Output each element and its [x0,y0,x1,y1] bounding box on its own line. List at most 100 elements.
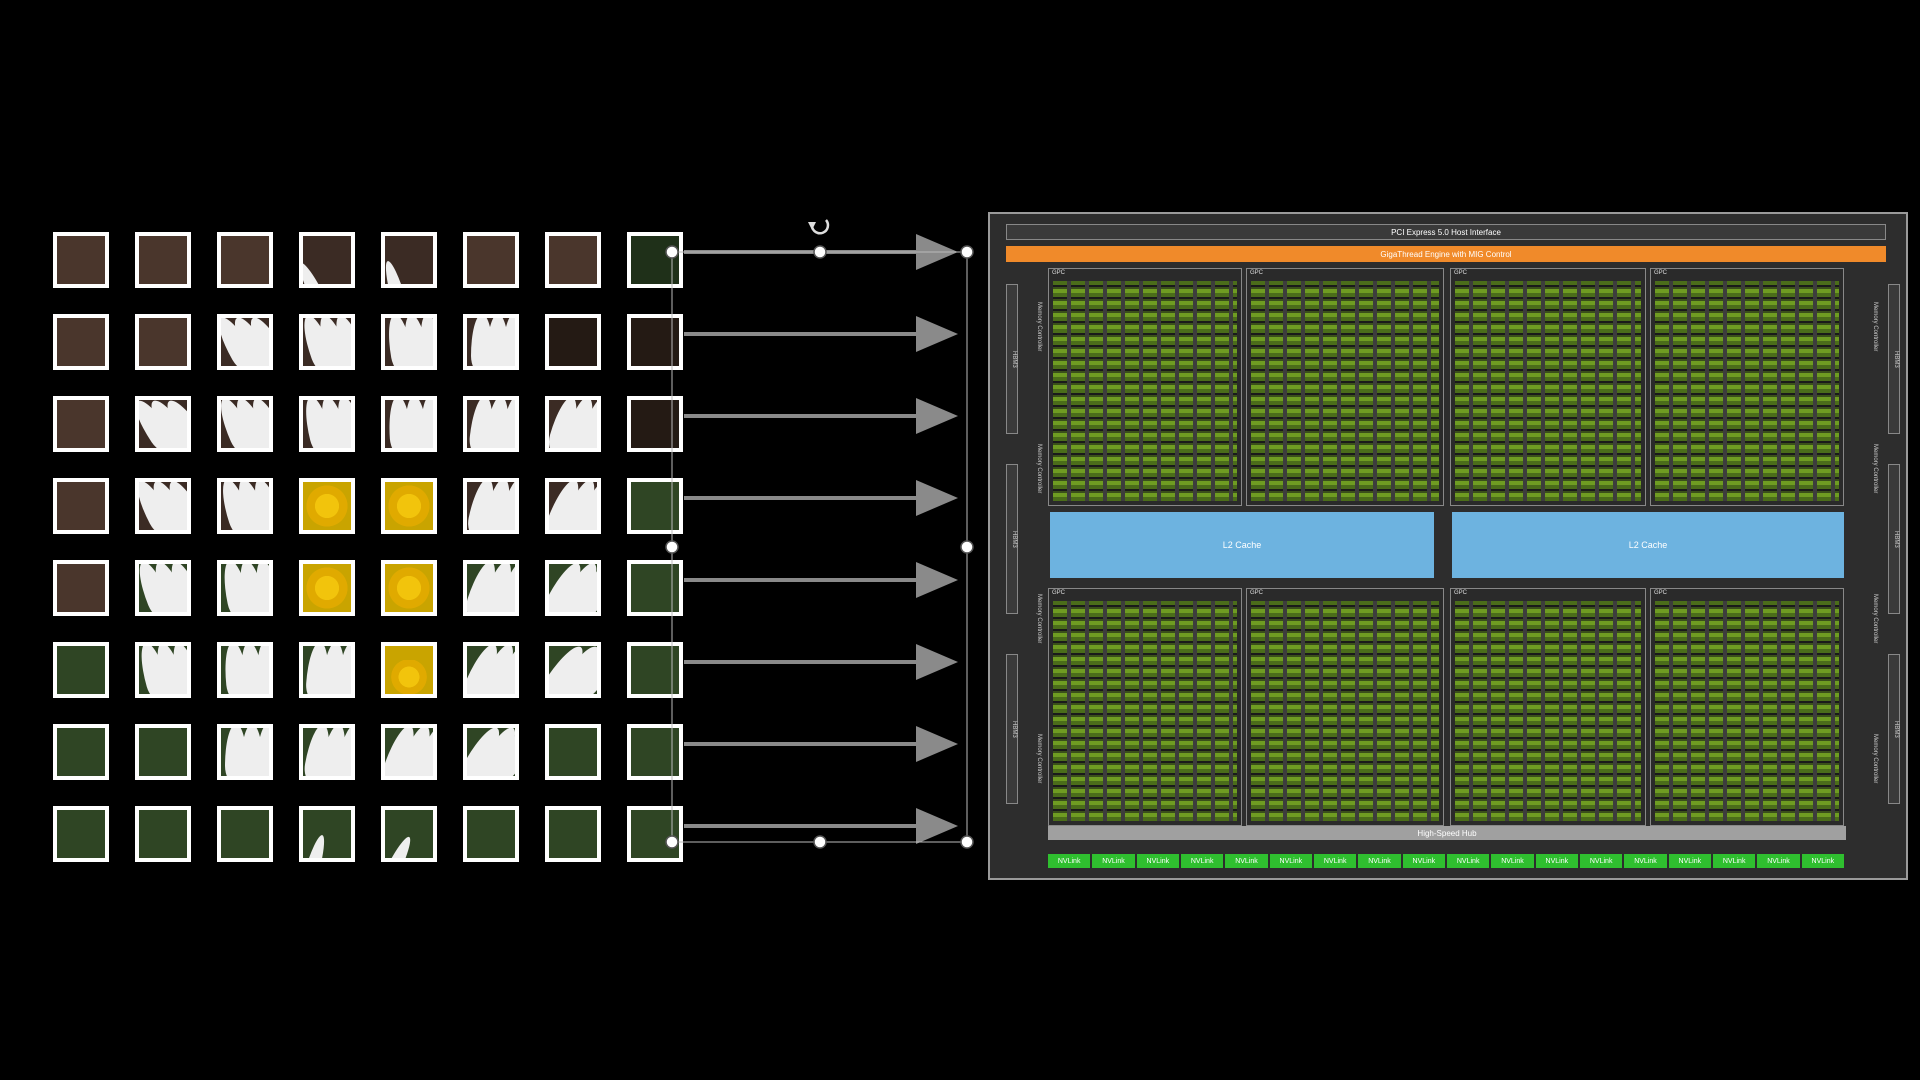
image-patch [463,314,519,370]
image-patch [53,232,109,288]
image-patch [545,642,601,698]
arrow-head [916,726,958,762]
memory-controller: Memory Controller [1872,594,1878,644]
resize-handle[interactable] [813,245,827,259]
image-patch [299,314,355,370]
hbm3-stack: HBM3 [1006,284,1018,434]
gpc-block: GPC [1650,268,1844,506]
memory-controller: Memory Controller [1036,444,1042,494]
resize-handle[interactable] [665,245,679,259]
image-patch [545,232,601,288]
image-patch [463,232,519,288]
image-patch [53,724,109,780]
image-patch [217,478,273,534]
image-patch [545,314,601,370]
gpc-block: GPC [1246,588,1444,826]
resize-handle[interactable] [813,835,827,849]
gpc-label: GPC [1654,590,1668,596]
image-patch [217,314,273,370]
nvlink-port: NVLink [1358,854,1401,868]
arrow-head [916,316,958,352]
gpc-block: GPC [1048,588,1242,826]
image-patch [463,478,519,534]
nvlink-port: NVLink [1624,854,1667,868]
image-patch [381,396,437,452]
image-patch [135,806,191,862]
l2-cache-left: L2 Cache [1050,512,1434,578]
hbm3-stack: HBM3 [1006,464,1018,614]
nvlink-port: NVLink [1048,854,1091,868]
resize-handle[interactable] [665,540,679,554]
gpc-block: GPC [1450,268,1646,506]
image-patch [627,560,683,616]
gpc-label: GPC [1250,590,1264,596]
gpc-label: GPC [1052,270,1066,276]
image-patch [381,642,437,698]
hbm3-stack: HBM3 [1888,464,1900,614]
resize-handle[interactable] [960,835,974,849]
image-patch [299,642,355,698]
image-patch [53,806,109,862]
image-patch [627,478,683,534]
image-patch [135,396,191,452]
arrow-head [916,398,958,434]
gpc-block: GPC [1048,268,1242,506]
image-patch [299,806,355,862]
nvlink-port: NVLink [1092,854,1135,868]
nvlink-port: NVLink [1580,854,1623,868]
resize-handle[interactable] [665,835,679,849]
sm-array [1251,281,1439,501]
sm-array [1251,601,1439,821]
nvlink-port: NVLink [1535,854,1578,868]
image-patch [217,642,273,698]
nvlink-port: NVLink [1713,854,1756,868]
nvlink-port: NVLink [1801,854,1844,868]
image-patch [627,642,683,698]
memory-controller: Memory Controller [1872,444,1878,494]
rotate-arrowhead[interactable] [808,222,816,230]
image-patch [463,724,519,780]
nvlink-port: NVLink [1136,854,1179,868]
gpc-block: GPC [1450,588,1646,826]
image-patch [463,642,519,698]
image-patch [545,724,601,780]
arrow-head [916,562,958,598]
nvlink-port: NVLink [1757,854,1800,868]
image-patch [381,314,437,370]
gpc-label: GPC [1454,270,1468,276]
high-speed-hub: High-Speed Hub [1048,826,1846,840]
sm-array [1053,281,1237,501]
image-patch [53,560,109,616]
image-patch [381,232,437,288]
memory-controller: Memory Controller [1036,594,1042,644]
sm-array [1455,601,1641,821]
image-patch [627,232,683,288]
resize-handle[interactable] [960,540,974,554]
gpc-block: GPC [1246,268,1444,506]
nvlink-port: NVLink [1314,854,1357,868]
nvlink-port: NVLink [1402,854,1445,868]
nvlink-port: NVLink [1225,854,1268,868]
image-patch [545,478,601,534]
nvlink-port: NVLink [1269,854,1312,868]
resize-handle[interactable] [960,245,974,259]
nvlink-port: NVLink [1491,854,1534,868]
image-patch [463,396,519,452]
memory-controller: Memory Controller [1872,302,1878,352]
image-patch [135,314,191,370]
image-patch [299,396,355,452]
arrow-head [916,808,958,844]
image-patch [463,560,519,616]
image-patch [53,478,109,534]
image-patch [53,314,109,370]
image-patch [299,232,355,288]
rotate-handle-icon[interactable] [810,219,830,235]
hbm3-stack: HBM3 [1888,284,1900,434]
image-patch [299,478,355,534]
arrow-head [916,644,958,680]
image-patch [545,806,601,862]
sm-array [1655,281,1839,501]
image-patch [299,724,355,780]
image-patch [217,806,273,862]
